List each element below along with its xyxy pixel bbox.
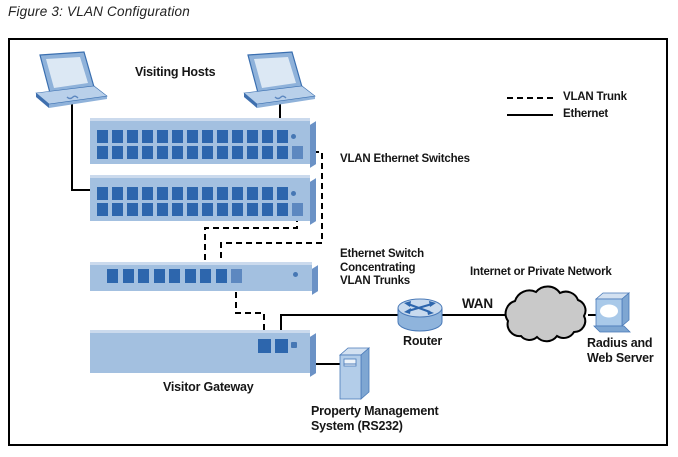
switch-port bbox=[262, 146, 273, 159]
diagram-border bbox=[8, 38, 668, 446]
switch-port bbox=[97, 187, 108, 200]
switch-port bbox=[169, 269, 180, 283]
vlan-switches-label: VLAN Ethernet Switches bbox=[340, 153, 470, 165]
switch-port bbox=[232, 146, 243, 159]
switch-port bbox=[292, 203, 303, 216]
switch-port bbox=[202, 203, 213, 216]
switch-port bbox=[231, 269, 242, 283]
switch-port bbox=[187, 130, 198, 143]
switch-port bbox=[184, 269, 196, 283]
switch-port bbox=[215, 269, 227, 283]
internet-label: Internet or Private Network bbox=[470, 266, 612, 278]
switch-port bbox=[112, 130, 123, 143]
switch-port bbox=[232, 187, 243, 200]
switch-port bbox=[202, 130, 213, 143]
switch-port bbox=[262, 187, 273, 200]
concentrating-switch-label: Ethernet Switch Concentrating VLAN Trunk… bbox=[340, 248, 424, 287]
switch-port bbox=[217, 130, 228, 143]
visitor-gateway bbox=[90, 330, 310, 373]
switch-port bbox=[97, 146, 108, 159]
vlan-switch-2 bbox=[90, 175, 310, 221]
switch-led bbox=[293, 272, 298, 277]
visitor-gateway-label: Visitor Gateway bbox=[163, 380, 254, 394]
switch-port bbox=[217, 187, 228, 200]
switch-port bbox=[138, 269, 149, 283]
vlan-switch-1 bbox=[90, 118, 310, 164]
switch-port bbox=[153, 269, 165, 283]
switch-port bbox=[202, 187, 213, 200]
switch-port bbox=[127, 130, 138, 143]
switch-port bbox=[157, 203, 168, 216]
switch-port bbox=[157, 146, 168, 159]
switch-port bbox=[217, 203, 228, 216]
switch-port bbox=[247, 187, 258, 200]
switch-port bbox=[247, 203, 258, 216]
switch-port bbox=[247, 130, 258, 143]
legend-ethernet-label: Ethernet bbox=[563, 108, 609, 120]
switch-port bbox=[217, 146, 228, 159]
switch-port bbox=[112, 203, 123, 216]
switch-port bbox=[277, 203, 288, 216]
pms-label: Property Management System (RS232) bbox=[311, 404, 439, 433]
switch-port bbox=[142, 203, 153, 216]
switch-port bbox=[127, 203, 138, 216]
switch-port bbox=[200, 269, 211, 283]
gateway-led bbox=[291, 342, 297, 348]
switch-port bbox=[142, 187, 153, 200]
switch-port bbox=[172, 203, 183, 216]
switch-port bbox=[112, 146, 123, 159]
switch-port bbox=[292, 146, 303, 159]
switch-port bbox=[262, 130, 273, 143]
switch-port bbox=[277, 146, 288, 159]
switch-port bbox=[232, 203, 243, 216]
switch-port bbox=[122, 269, 134, 283]
switch-led bbox=[291, 191, 296, 196]
switch-port bbox=[277, 187, 288, 200]
switch-port bbox=[97, 130, 108, 143]
wan-label: WAN bbox=[462, 296, 493, 311]
switch-port bbox=[157, 130, 168, 143]
switch-port bbox=[127, 146, 138, 159]
switch-port bbox=[97, 203, 108, 216]
switch-port bbox=[275, 339, 288, 353]
switch-port bbox=[127, 187, 138, 200]
switch-port bbox=[202, 146, 213, 159]
concentrator-switch bbox=[90, 262, 312, 291]
figure-title: Figure 3: VLAN Configuration bbox=[8, 4, 190, 19]
switch-port bbox=[172, 146, 183, 159]
switch-port bbox=[142, 130, 153, 143]
switch-port bbox=[107, 269, 118, 283]
switch-led bbox=[291, 134, 296, 139]
switch-port bbox=[187, 203, 198, 216]
router-label: Router bbox=[403, 334, 443, 348]
switch-port bbox=[277, 130, 288, 143]
switch-port bbox=[187, 187, 198, 200]
switch-port bbox=[187, 146, 198, 159]
switch-port bbox=[112, 187, 123, 200]
switch-port bbox=[247, 146, 258, 159]
visiting-hosts-label: Visiting Hosts bbox=[135, 65, 216, 79]
switch-port bbox=[232, 130, 243, 143]
switch-port bbox=[172, 187, 183, 200]
switch-port bbox=[142, 146, 153, 159]
switch-port bbox=[262, 203, 273, 216]
radius-server-label: Radius and Web Server bbox=[587, 336, 654, 365]
legend-vlan-trunk-label: VLAN Trunk bbox=[563, 91, 627, 103]
switch-port bbox=[258, 339, 271, 353]
switch-port bbox=[157, 187, 168, 200]
switch-port bbox=[172, 130, 183, 143]
